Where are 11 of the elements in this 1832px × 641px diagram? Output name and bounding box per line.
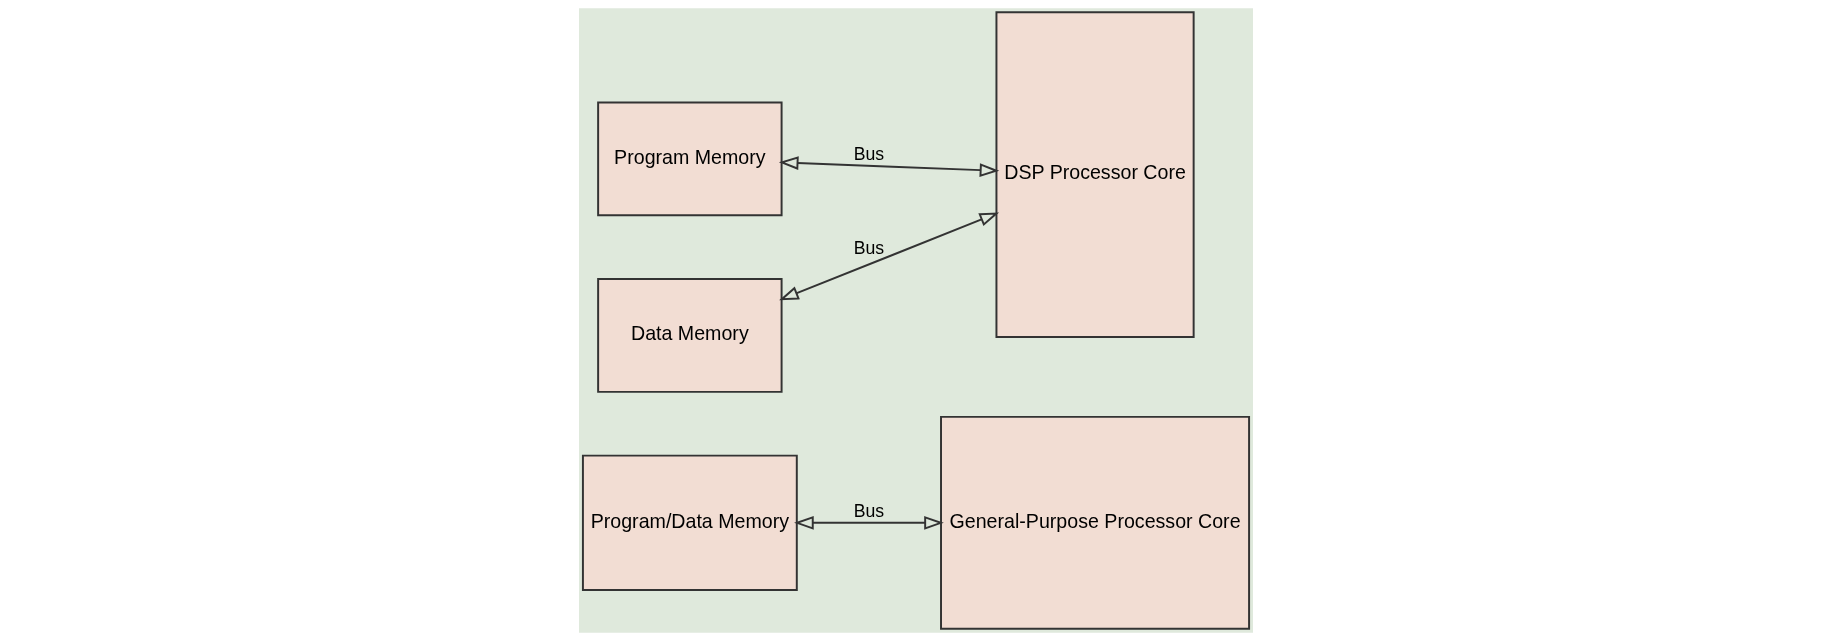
edge-label: Bus [853, 501, 885, 522]
arrow [779, 212, 1000, 301]
node-box: General-Purpose Processor Core [940, 415, 1251, 630]
edge-label: Bus [853, 238, 885, 259]
node-box: DSP Processor Core [995, 11, 1195, 338]
arrow [794, 515, 944, 530]
arrow [778, 156, 1000, 177]
edge-label: Bus [853, 144, 885, 165]
node-box: Data Memory [597, 278, 783, 393]
node-box: Program/Data Memory [581, 454, 798, 592]
node-box: Program Memory [597, 101, 783, 217]
